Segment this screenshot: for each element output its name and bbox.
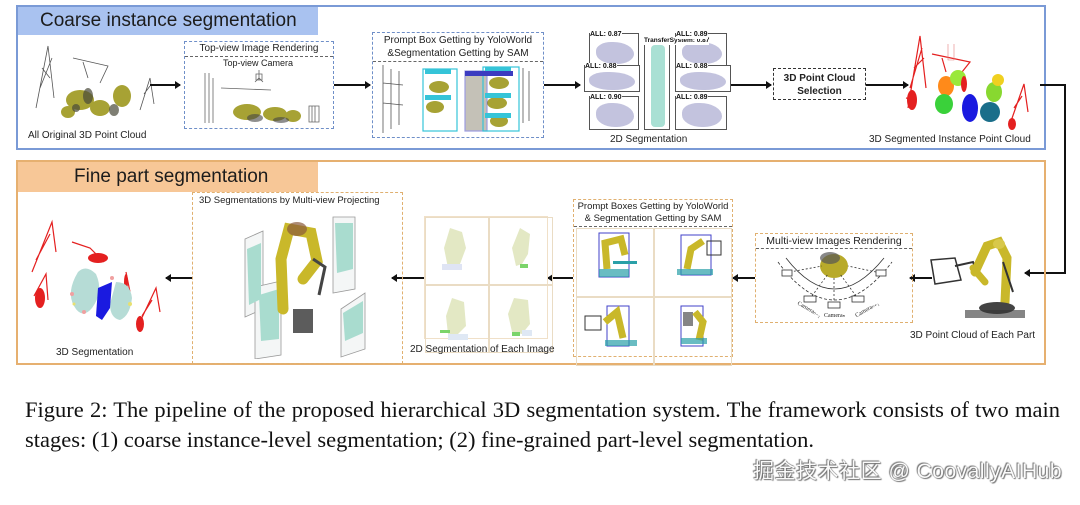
seg2d-score-tag: ALL: 0.89 <box>676 94 708 102</box>
detection-view <box>654 228 732 297</box>
projecting-panel: 3D Segmentations by Multi-view Projectin… <box>192 192 403 364</box>
stage-connector-line <box>1040 84 1066 86</box>
flow-arrow <box>544 81 581 89</box>
segmented-instance-label: 3D Segmented Instance Point Cloud <box>869 134 1031 145</box>
seg2d-score-tag: ALL: 0.87 <box>590 31 622 39</box>
final-3d-segmentation-image <box>31 219 161 332</box>
original-point-cloud-image <box>35 45 155 118</box>
prompt-box-title-line1: Prompt Box Getting by YoloWorld <box>383 35 533 46</box>
topview-camera-label: Top-view Camera <box>223 58 294 68</box>
prompt-box-panel: Prompt Box Getting by YoloWorld &Segment… <box>372 32 544 138</box>
selection-line1: 3D Point Cloud <box>783 73 856 84</box>
detection-view <box>576 228 654 297</box>
multiview-projection-image <box>244 216 366 359</box>
seg2d-score-tag: TransferSystem: 0.87 <box>644 37 710 45</box>
multiview-camera-diagram <box>777 252 893 309</box>
watermark: 掘金技术社区 @ CoovallyAIHub <box>753 460 1062 483</box>
part-point-cloud-image <box>930 236 1025 318</box>
seg2d-tile-transfer-system <box>644 40 670 130</box>
seg2d-score-tag: ALL: 0.88 <box>676 63 708 71</box>
detection-view <box>654 297 732 366</box>
camera-label: Cameraₙ <box>824 313 846 319</box>
prompt-boxes-title-line1: Prompt Boxes Getting by YoloWorld <box>577 201 729 212</box>
prompt-box-title: Prompt Box Getting by YoloWorld &Segment… <box>373 33 543 62</box>
selection-line2: Selection <box>797 86 842 97</box>
projecting-title: 3D Segmentations by Multi-view Projectin… <box>193 193 402 209</box>
flow-arrow <box>334 81 371 89</box>
topview-rendering-title: Top-view Image Rendering <box>185 42 333 57</box>
prompt-boxes-title: Prompt Boxes Getting by YoloWorld & Segm… <box>574 200 732 227</box>
flow-arrow <box>909 274 932 282</box>
seg2d-label: 2D Segmentation <box>610 134 688 145</box>
original-point-cloud-label: All Original 3D Point Cloud <box>28 130 147 141</box>
seg2d-score-tag: ALL: 0.89 <box>676 31 708 39</box>
seg2d-view <box>425 217 489 285</box>
prompt-boxes-title-line2: & Segmentation Getting by SAM <box>584 213 722 224</box>
flow-arrow <box>732 274 755 282</box>
coarse-stage-title: Coarse instance segmentation <box>18 7 318 35</box>
detection-view <box>576 297 654 366</box>
topview-rendering-box: Top-view Image Rendering Top-view Camera <box>184 41 334 129</box>
flow-arrow <box>866 81 909 89</box>
topview-scene-image <box>204 70 320 123</box>
coarse-stage-panel: Coarse instance segmentation <box>16 5 1046 150</box>
seg2d-score-tag: ALL: 0.90 <box>590 94 622 102</box>
prompt-boxes-panel: Prompt Boxes Getting by YoloWorld & Segm… <box>573 199 733 366</box>
final-3d-segmentation-label: 3D Segmentation <box>56 347 134 358</box>
seg2d-each-image-grid <box>424 216 553 353</box>
seg2d-view <box>425 285 489 353</box>
seg2d-each-image-label: 2D Segmentation of Each Image <box>410 344 555 355</box>
part-point-cloud-label: 3D Point Cloud of Each Part <box>910 330 1036 341</box>
prompt-boxes-view-grid <box>576 228 732 366</box>
seg2d-score-tag: ALL: 0.88 <box>585 63 617 71</box>
prompt-box-title-line2: &Segmentation Getting by SAM <box>387 48 529 59</box>
fine-stage-title: Fine part segmentation <box>18 162 318 192</box>
stage-connector-line <box>1064 84 1066 274</box>
flow-arrow <box>391 274 424 282</box>
segmented-instance-point-cloud-image <box>905 35 1029 130</box>
seg2d-view <box>489 217 553 285</box>
flow-arrow <box>165 274 192 282</box>
prompt-box-detection-image <box>382 65 530 133</box>
point-cloud-selection-box: 3D Point Cloud Selection <box>773 68 866 100</box>
figure-caption: Figure 2: The pipeline of the proposed h… <box>25 397 1060 452</box>
multiview-rendering-box: Multi-view Images Rendering Cameraₙ₋₁ Ca… <box>755 233 913 323</box>
flow-arrow <box>150 81 181 89</box>
multiview-rendering-title: Multi-view Images Rendering <box>756 234 912 249</box>
flow-arrow <box>547 274 573 282</box>
fine-stage-panel: Fine part segmentation <box>16 160 1046 365</box>
seg2d-view <box>489 285 553 353</box>
flow-arrow <box>731 81 772 89</box>
